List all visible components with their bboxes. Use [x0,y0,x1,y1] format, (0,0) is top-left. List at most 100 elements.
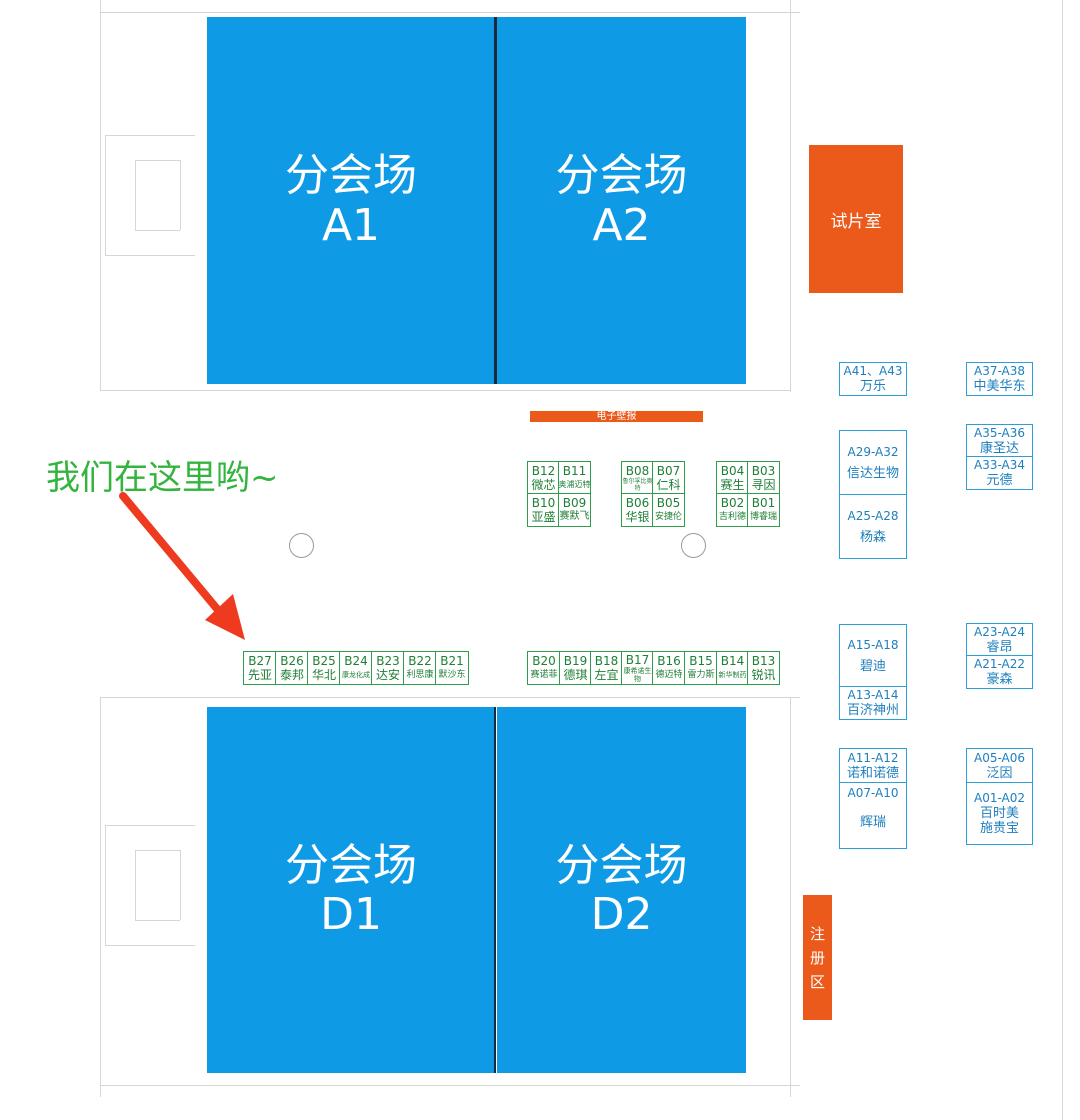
booth-code: B04 [720,464,745,478]
booth-name: 睿昂 [986,640,1013,655]
booth-code: B02 [720,496,745,510]
booth-name: 康希诺生物 [623,667,652,683]
booth-b11[interactable]: B11 奥浦迈特 [558,461,591,495]
hall-d1-label: 分会场 [285,839,417,891]
booth-code: B01 [751,496,776,510]
hall-a1[interactable]: 分会场 A1 [207,17,495,384]
booth-code: A15-A18 [847,638,899,652]
booth-code: A29-A32 [847,445,899,459]
booth-b04[interactable]: B04 赛生 [716,461,749,495]
booth-name: 碧迪 [859,659,886,674]
booth-name: 赛诺菲 [530,670,558,680]
booth-b15[interactable]: B15 雷力斯 [684,651,718,685]
booth-a29-a32[interactable]: A29-A32 信达生物 [839,430,907,496]
booth-name: 安捷伦 [654,512,682,522]
hall-divider-bottom [494,707,496,1073]
booth-name: 德迈特 [655,670,683,680]
booth-b17[interactable]: B17 康希诺生物 [621,651,654,685]
booth-b13[interactable]: B13 锐讯 [747,651,780,685]
booth-name: 赛默飞 [559,511,590,522]
hall-d2-label: 分会场 [555,839,688,891]
registration-area[interactable]: 注 册 区 [803,895,832,1020]
booth-b18[interactable]: B18 左宜 [590,651,623,685]
booth-b02[interactable]: B02 吉利德 [716,493,749,527]
booth-b16[interactable]: B16 德迈特 [652,651,686,685]
booth-name: 泛因 [986,766,1013,781]
booth-code: A35-A36 [973,426,1026,440]
booth-name: 新华制药 [718,671,747,679]
booth-name: 华银 [625,510,650,524]
booth-name: 达安 [375,668,400,682]
booth-b03[interactable]: B03 寻因 [747,461,780,495]
booth-b09[interactable]: B09 赛默飞 [558,493,591,527]
booth-b21[interactable]: B21 默沙东 [435,651,469,685]
booth-b27[interactable]: B27 先亚 [243,651,277,685]
booth-b06[interactable]: B06 华银 [621,493,654,527]
booth-code: B14 [720,654,745,668]
hall-a1-label: 分会场 [285,150,417,202]
booth-code: B18 [594,654,619,668]
booth-a25-a28[interactable]: A25-A28 杨森 [839,494,907,559]
booth-code: B10 [531,496,556,510]
booth-b20[interactable]: B20 赛诺菲 [527,651,561,685]
booth-a07-a10[interactable]: A07-A10 辉瑞 [839,782,907,849]
booth-a21-a22[interactable]: A21-A22 豪森 [966,655,1033,689]
booth-code: B16 [657,654,681,668]
booth-code: B06 [625,496,650,510]
booth-b08[interactable]: B08 鲁尔孚比奥特 [621,461,654,495]
booth-b14[interactable]: B14 新华制药 [716,651,749,685]
booth-code: B26 [280,654,304,668]
booth-name: 博睿瑞 [749,512,777,522]
booth-name: 诺和诺德 [846,766,899,781]
booth-code: A25-A28 [847,508,899,523]
booth-name: 仁科 [656,478,681,492]
booth-code: B03 [751,464,776,478]
booth-a05-a06[interactable]: A05-A06 泛因 [966,748,1033,784]
booth-a37-a38[interactable]: A37-A38 中美华东 [966,362,1033,396]
screening-room-label: 试片室 [830,211,882,232]
booth-code: B12 [531,464,556,478]
booth-a35-a36[interactable]: A35-A36 康圣达 [966,424,1033,458]
booth-name: 吉利德 [718,512,746,522]
hall-d1[interactable]: 分会场 D1 [207,707,495,1073]
booth-a41-a43[interactable]: A41、A43 万乐 [839,362,907,396]
hall-d2[interactable]: 分会场 D2 [497,707,746,1073]
booth-a11-a12[interactable]: A11-A12 诺和诺德 [839,748,907,784]
booth-code: B25 [312,654,336,668]
pillar-right [681,533,706,558]
booth-code: A07-A10 [847,786,899,800]
booth-b10[interactable]: B10 亚盛 [527,493,560,527]
booth-a33-a34[interactable]: A33-A34 元德 [966,456,1033,490]
booth-code: B17 [625,653,650,667]
booth-b26[interactable]: B26 泰邦 [275,651,309,685]
booth-name: 元德 [986,473,1013,488]
poster-bar[interactable]: 电子壁报 [530,411,703,422]
booth-b05[interactable]: B05 安捷伦 [652,493,685,527]
booth-name: 中美华东 [973,379,1026,394]
booth-code: B13 [751,654,776,668]
booth-b22[interactable]: B22 利思康 [403,651,437,685]
booth-a01-a02[interactable]: A01-A02 百时美 施贵宝 [966,782,1033,845]
booth-name: 德琪 [563,668,588,682]
screening-room[interactable]: 试片室 [809,145,903,293]
booth-name: 百时美 [979,806,1019,821]
booth-code: B22 [408,654,432,668]
booth-a15-a18[interactable]: A15-A18 碧迪 [839,624,907,688]
hall-a1-code: A1 [321,199,381,251]
booth-b24[interactable]: B24 康龙化成 [339,651,373,685]
booth-b01[interactable]: B01 博睿瑞 [747,493,780,527]
booth-a23-a24[interactable]: A23-A24 睿昂 [966,623,1033,657]
booth-b25[interactable]: B25 华北 [307,651,341,685]
booth-b23[interactable]: B23 达安 [371,651,405,685]
booth-b19[interactable]: B19 德琪 [559,651,592,685]
booth-name: 万乐 [859,379,886,394]
booth-b12[interactable]: B12 微芯 [527,461,560,495]
booth-code: B08 [625,464,650,478]
booth-code: A37-A38 [973,364,1026,378]
hall-a2-code: A2 [592,199,651,251]
booth-b07[interactable]: B07 仁科 [652,461,685,495]
location-arrow-icon [119,492,245,640]
booth-code: B23 [376,654,400,668]
hall-a2[interactable]: 分会场 A2 [497,17,746,384]
booth-a13-a14[interactable]: A13-A14 百济神州 [839,686,907,720]
